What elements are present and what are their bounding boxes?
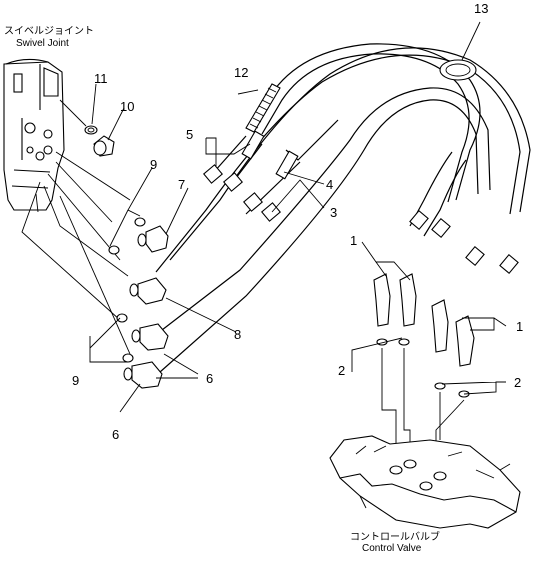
hoses [155, 43, 531, 373]
callout-3: 3 [330, 205, 338, 220]
callout-5: 5 [186, 127, 194, 142]
elbow-fittings-left [123, 225, 169, 389]
callout-1-right: 1 [516, 319, 524, 334]
callout-2-right: 2 [514, 375, 522, 390]
callout-leaders [89, 83, 507, 413]
callout-2-left: 2 [338, 363, 346, 378]
plug-10 [93, 135, 115, 157]
control-valve-caption-en: Control Valve [362, 543, 422, 554]
swivel-leaders [21, 99, 131, 355]
callout-8: 8 [234, 327, 242, 342]
callout-9-bottom: 9 [72, 373, 80, 388]
callout-13: 13 [474, 1, 489, 16]
callout-9-top: 9 [150, 157, 158, 172]
o-rings-2 [376, 338, 470, 398]
callout-10: 10 [120, 99, 135, 114]
swivel-joint-caption-en: Swivel Joint [16, 38, 69, 49]
spring-guard-12 [245, 83, 281, 133]
callout-6-bottom: 6 [112, 427, 120, 442]
o-rings-9 [108, 217, 146, 363]
callout-11: 11 [94, 71, 108, 86]
callout-4: 4 [326, 177, 334, 192]
swivel-joint-caption-jp: スイベルジョイント [4, 26, 94, 37]
elbow-fittings-valve [373, 273, 475, 367]
control-valve [329, 435, 521, 529]
clamp-13 [439, 21, 481, 81]
callout-6-right: 6 [206, 371, 214, 386]
callout-1-left: 1 [350, 233, 358, 248]
callout-12: 12 [234, 65, 249, 80]
o-ring-11 [84, 125, 98, 135]
hose-end-fittings [203, 130, 519, 274]
swivel-joint [3, 58, 65, 211]
control-valve-caption-jp: コントロールバルブ [350, 532, 440, 543]
callout-7: 7 [178, 177, 186, 192]
